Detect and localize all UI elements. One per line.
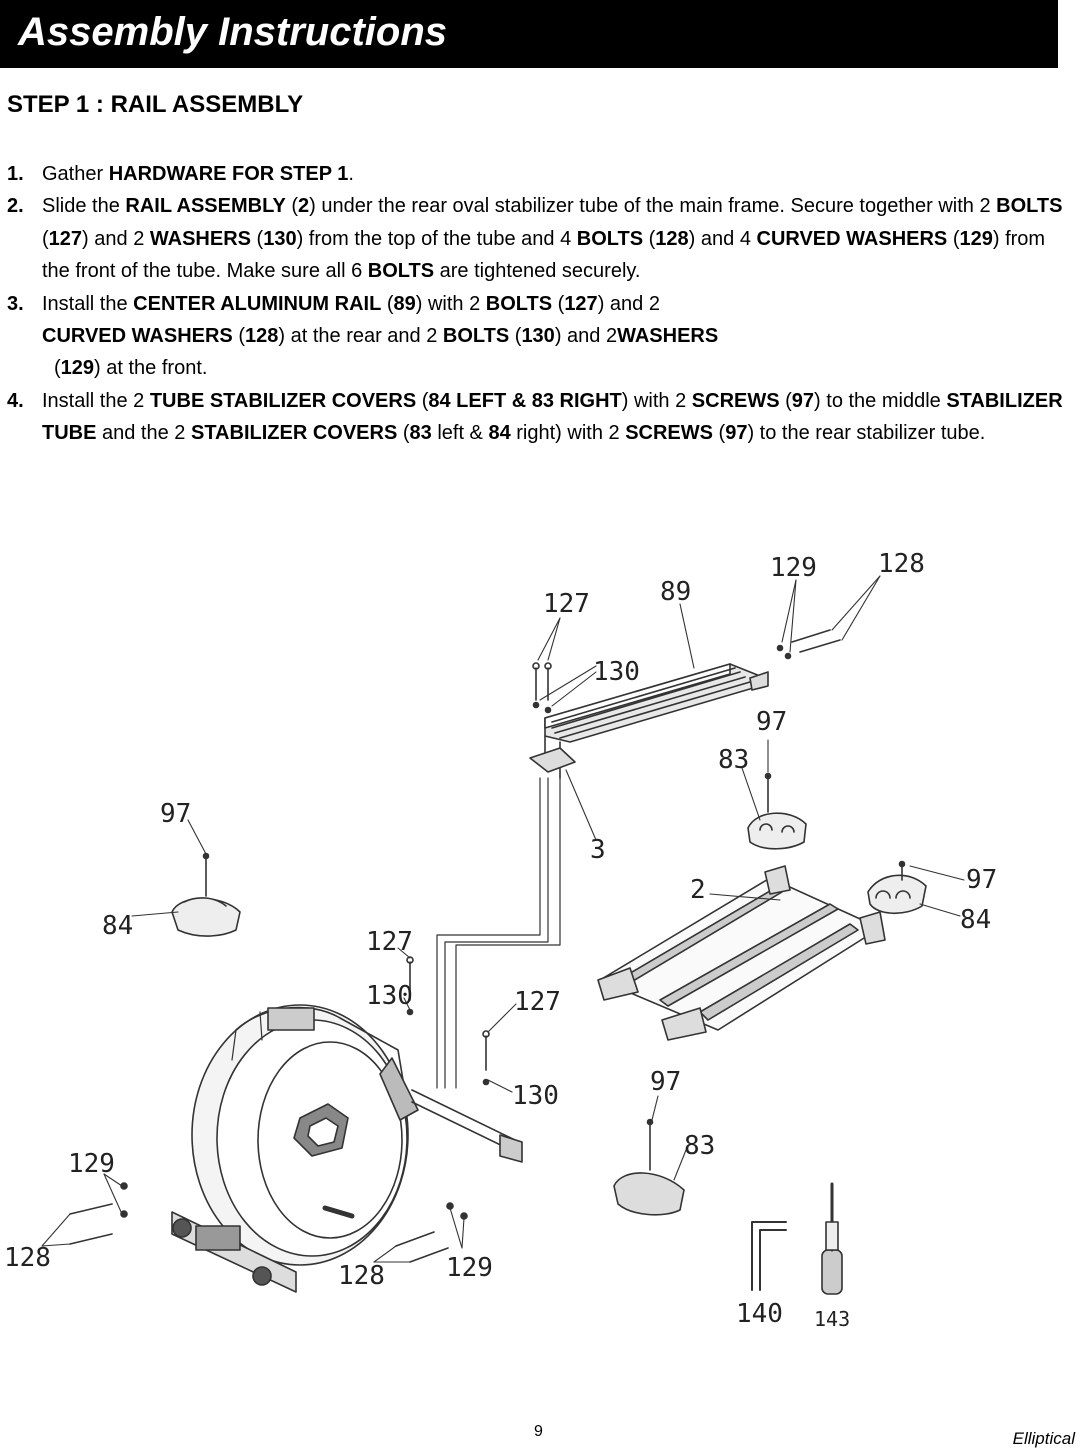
callout-2: 2	[690, 875, 706, 905]
callout-128-bottom: 128	[338, 1261, 385, 1291]
callout-97-top: 97	[756, 707, 787, 737]
callout-127-right: 127	[514, 987, 561, 1017]
page-number: 9	[534, 1423, 543, 1440]
allen-wrench-tool	[751, 1221, 787, 1291]
callout-143: 143	[814, 1307, 850, 1331]
page-title: Assembly Instructions	[18, 10, 448, 54]
header-bar: Assembly Instructions	[0, 0, 1058, 68]
callout-3: 3	[590, 835, 606, 865]
stabilizer-cover-84-right	[867, 874, 927, 915]
callout-97-right: 97	[966, 865, 997, 895]
stabilizer-cover-83-top	[747, 812, 807, 850]
callout-129-left: 129	[68, 1149, 115, 1179]
callout-84-right: 84	[960, 905, 991, 935]
frame-bolts	[202, 772, 906, 1171]
instruction-list: 1.Gather HARDWARE FOR STEP 1. 2.Slide th…	[7, 158, 1067, 450]
callout-128-top: 128	[878, 549, 925, 579]
screwdriver-tool	[821, 1182, 843, 1295]
callout-127-mid: 127	[366, 927, 413, 957]
callout-130-right: 130	[512, 1081, 559, 1111]
elliptical-main-frame	[171, 1004, 523, 1293]
callout-97-left: 97	[160, 799, 191, 829]
callout-83-top: 83	[718, 745, 749, 775]
center-aluminum-rail	[529, 663, 769, 779]
rail-front-bolts	[532, 662, 552, 714]
callout-130-mid: 130	[366, 981, 413, 1011]
callout-127-top: 127	[543, 589, 590, 619]
callout-129-bottom: 129	[446, 1253, 493, 1283]
stabilizer-cover-84-top	[171, 897, 241, 937]
left-front-bolts	[69, 1182, 128, 1245]
callout-130-top: 130	[593, 657, 640, 687]
callout-83-bottom: 83	[684, 1131, 715, 1161]
exploded-assembly-diagram: 127 89 129 128 130 97 83 3 2 97 84 97 84…	[4, 549, 997, 1331]
footer-product-label: Elliptical	[1012, 1429, 1075, 1448]
callout-129-top: 129	[770, 553, 817, 583]
rail-rear-bolts	[776, 629, 841, 660]
instruction-step-1: 1.Gather HARDWARE FOR STEP 1.	[7, 163, 354, 185]
instruction-step-3: 3.Install the CENTER ALUMINUM RAIL (89) …	[7, 292, 719, 380]
callout-89: 89	[660, 577, 691, 607]
callout-128-left: 128	[4, 1243, 51, 1273]
rail-assembly	[597, 865, 886, 1041]
callout-97-bottom: 97	[650, 1067, 681, 1097]
instruction-step-4: 4.Install the 2 TUBE STABILIZER COVERS (…	[7, 389, 1063, 445]
stabilizer-cover-83-bottom	[613, 1172, 685, 1216]
step-title: STEP 1 : RAIL ASSEMBLY	[7, 91, 304, 118]
instruction-step-2: 2.Slide the RAIL ASSEMBLY (2) under the …	[7, 195, 1063, 283]
callout-140: 140	[736, 1299, 783, 1329]
callout-84-left: 84	[102, 911, 133, 941]
bottom-front-bolts	[395, 1202, 468, 1263]
